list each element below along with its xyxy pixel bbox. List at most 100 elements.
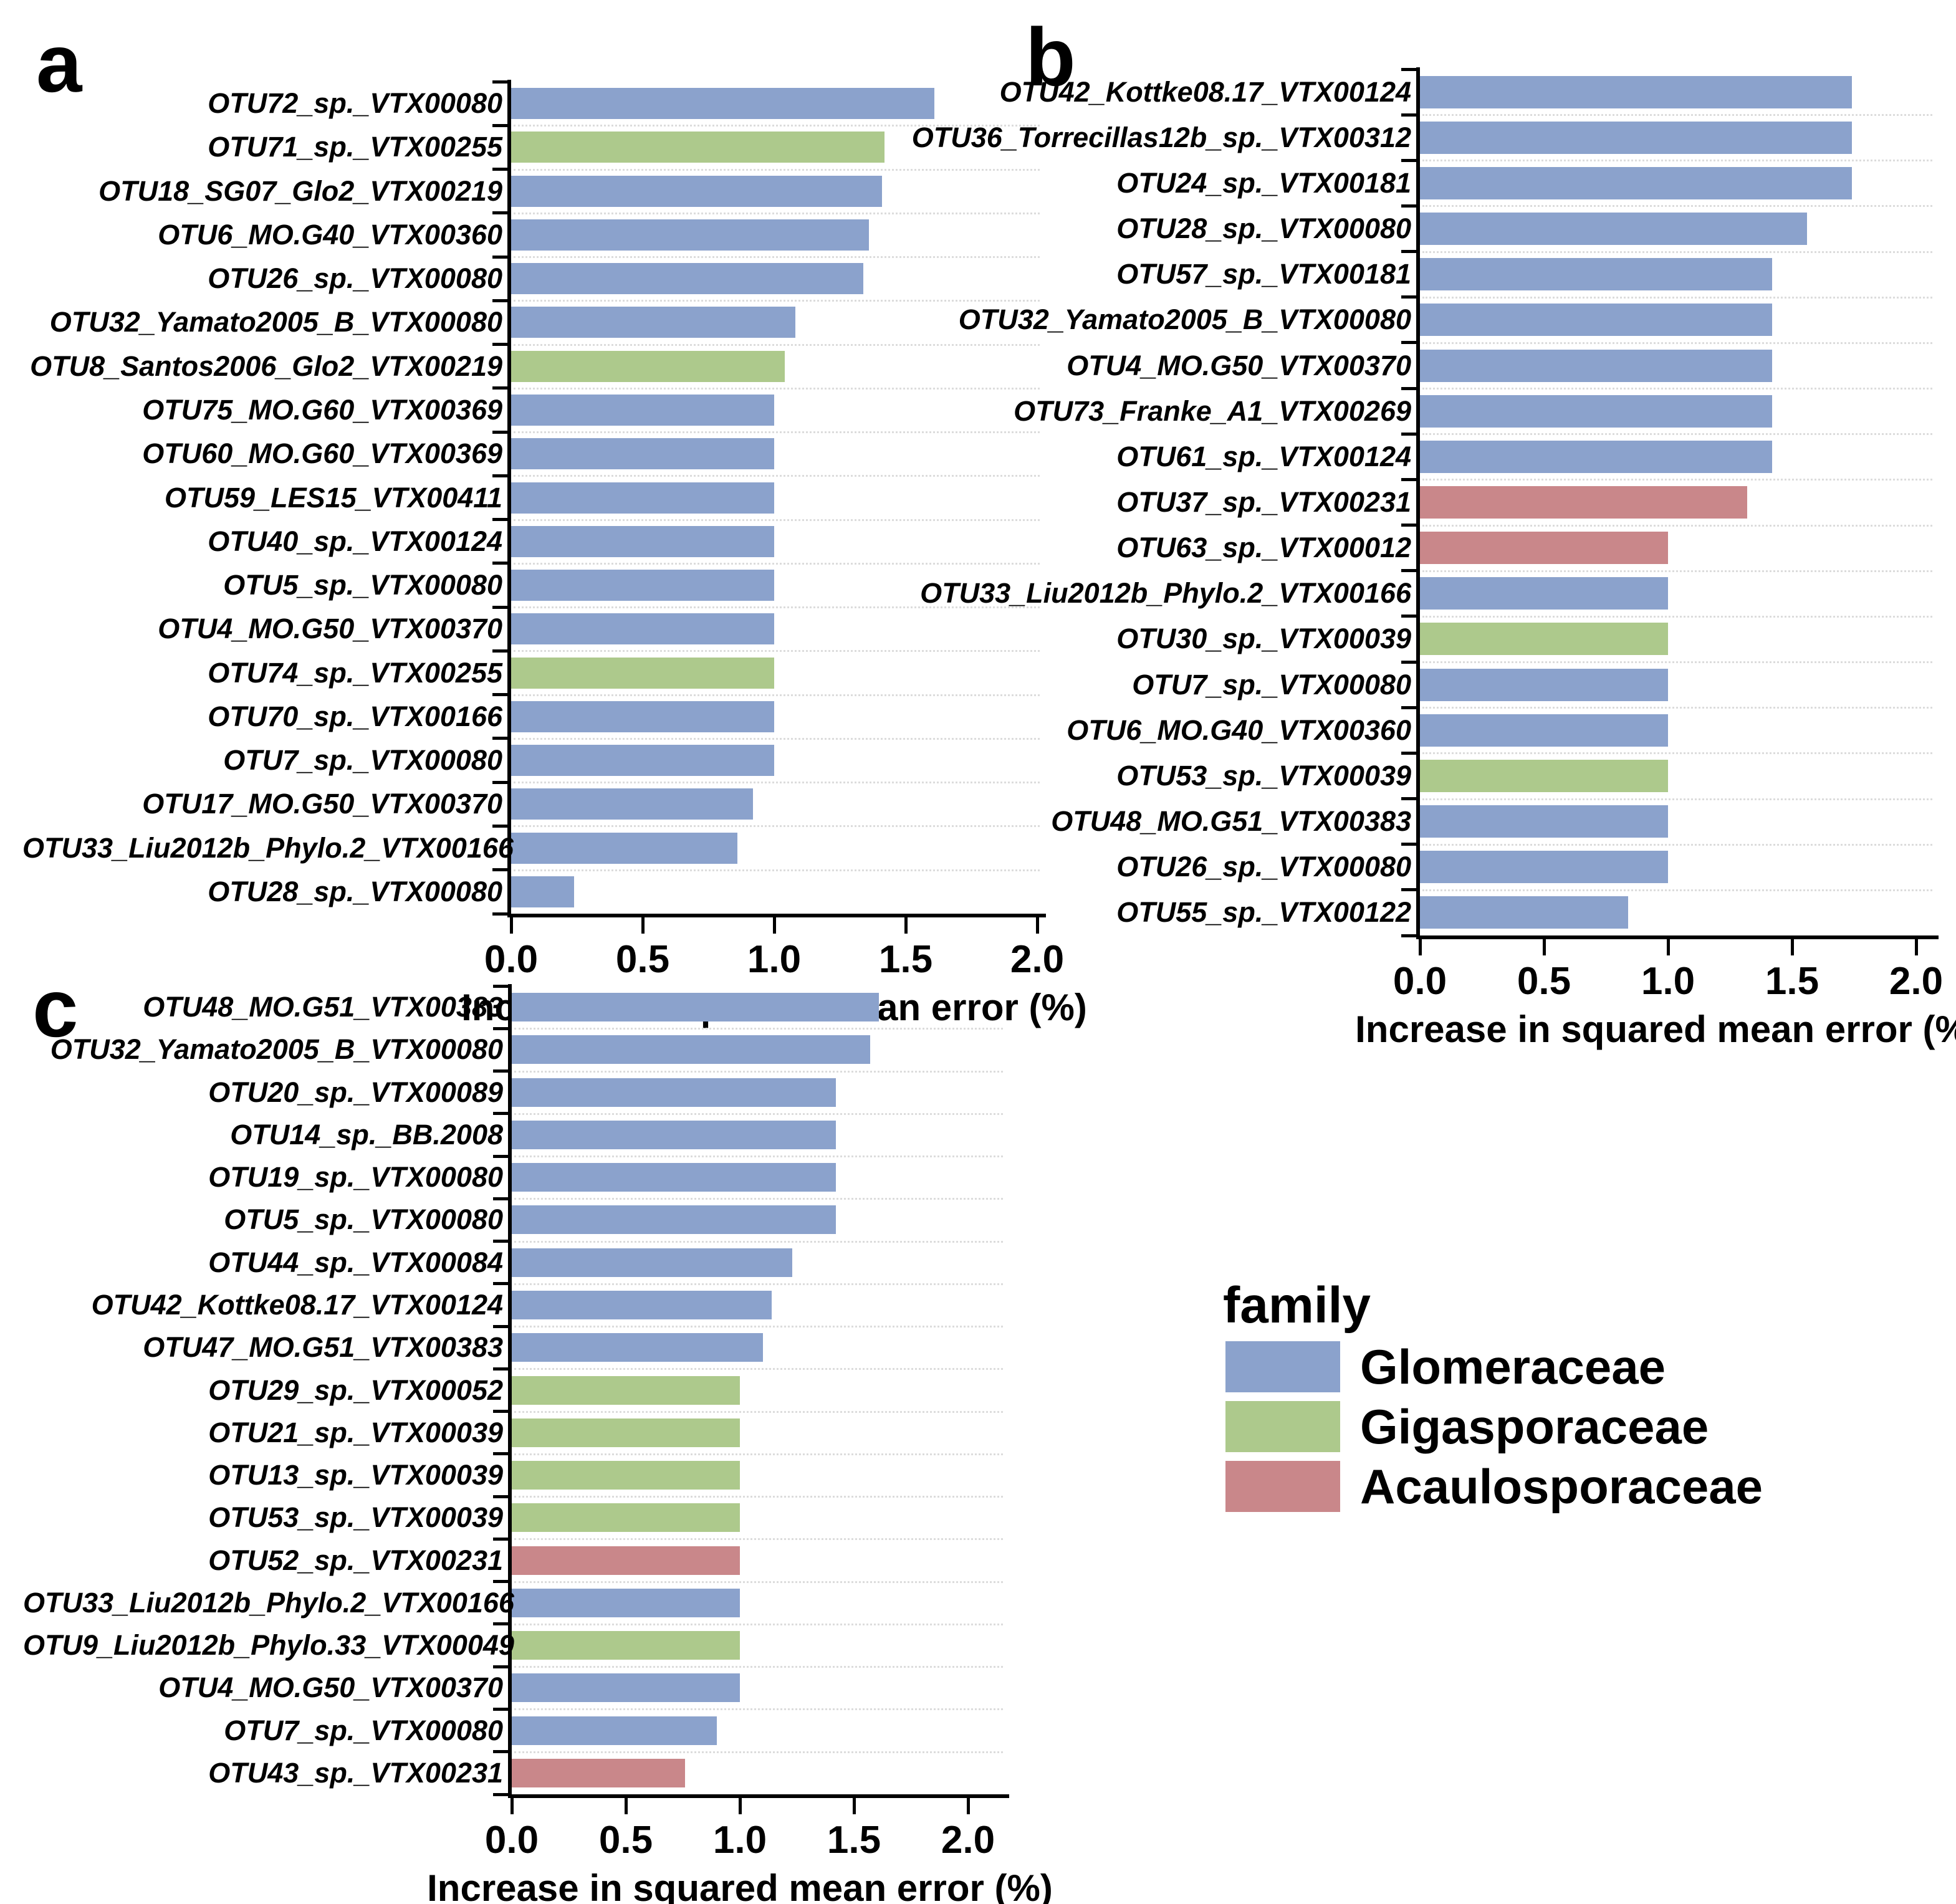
- x-tick-label: 1.5: [827, 1819, 881, 1862]
- bar: [512, 1375, 740, 1405]
- otu-label: OTU36_Torrecillas12b_sp._VTX00312: [911, 121, 1411, 153]
- gridline: [514, 300, 1040, 302]
- otu-label: OTU28_sp._VTX00080: [208, 875, 502, 907]
- bar: [1420, 532, 1668, 565]
- otu-label: OTU29_sp._VTX00052: [208, 1374, 503, 1406]
- y-axis-tick: [1401, 934, 1420, 937]
- otu-label: OTU24_sp._VTX00181: [1116, 166, 1411, 199]
- otu-label: OTU47_MO.G51_VTX00383: [143, 1331, 503, 1364]
- x-tick-label: 0.5: [598, 1819, 653, 1862]
- otu-label: OTU42_Kottke08.17_VTX00124: [91, 1288, 503, 1321]
- y-axis-tick: [492, 780, 511, 784]
- bar: [511, 657, 774, 689]
- panel-letter-c: c: [32, 962, 79, 1054]
- x-tick-label: 2.0: [1010, 938, 1065, 981]
- y-axis-tick: [492, 562, 511, 565]
- bar: [511, 88, 935, 120]
- bar: [512, 1673, 740, 1703]
- y-axis-tick: [1401, 477, 1420, 481]
- y-axis-tick: [492, 343, 511, 347]
- gridline: [514, 1112, 1003, 1115]
- y-axis-tick: [1401, 67, 1420, 71]
- y-axis-tick: [493, 1622, 512, 1626]
- otu-label: OTU72_sp._VTX00080: [208, 87, 502, 120]
- y-axis-tick: [493, 1410, 512, 1414]
- y-axis-tick: [493, 1665, 512, 1668]
- y-axis-tick: [492, 80, 511, 84]
- gridline: [1422, 388, 1932, 390]
- bar: [512, 1546, 740, 1575]
- y-axis-tick: [1401, 706, 1420, 709]
- x-axis-tick: [509, 917, 513, 934]
- legend-title: family: [1223, 1277, 1371, 1334]
- bar: [1420, 486, 1748, 519]
- x-axis-title: Increase in squared mean error (%): [427, 1867, 1053, 1904]
- otu-label: OTU37_sp._VTX00231: [1116, 486, 1411, 518]
- otu-label: OTU14_sp._BB.2008: [230, 1118, 503, 1151]
- y-axis-tick: [492, 693, 511, 697]
- gridline: [514, 1410, 1003, 1413]
- gridline: [1422, 707, 1932, 709]
- panel-letter-a: a: [36, 17, 82, 109]
- y-axis-tick: [493, 1154, 512, 1158]
- bar: [511, 701, 774, 732]
- otu-label: OTU17_MO.G50_VTX00370: [142, 788, 502, 820]
- gridline: [514, 562, 1040, 565]
- y-axis-tick: [493, 1282, 512, 1286]
- otu-label: OTU43_sp._VTX00231: [208, 1756, 503, 1789]
- bar: [1420, 349, 1773, 382]
- otu-label: OTU28_sp._VTX00080: [1116, 213, 1411, 245]
- y-axis-tick: [492, 430, 511, 434]
- gridline: [514, 869, 1040, 871]
- bar: [511, 525, 774, 557]
- bar: [1420, 896, 1629, 929]
- gridline: [514, 256, 1040, 259]
- gridline: [514, 1283, 1003, 1285]
- y-axis-tick: [493, 1495, 512, 1498]
- y-axis-tick: [1401, 158, 1420, 162]
- x-axis-tick: [641, 917, 645, 934]
- otu-label: OTU26_sp._VTX00080: [208, 262, 502, 295]
- gridline: [514, 1666, 1003, 1668]
- x-axis-tick: [852, 1798, 856, 1814]
- bar: [511, 394, 774, 426]
- otu-label: OTU6_MO.G40_VTX00360: [1067, 714, 1411, 746]
- otu-label: OTU4_MO.G50_VTX00370: [1067, 349, 1411, 381]
- bar: [512, 1333, 763, 1362]
- y-axis-tick: [1401, 295, 1420, 299]
- y-axis-tick: [493, 1367, 512, 1371]
- y-axis-tick: [1401, 751, 1420, 755]
- y-axis-tick: [492, 824, 511, 828]
- y-axis-tick: [492, 299, 511, 302]
- bar: [511, 132, 885, 163]
- x-tick-label: 0.0: [484, 938, 539, 981]
- otu-label: OTU63_sp._VTX00012: [1116, 532, 1411, 564]
- gridline: [514, 1623, 1003, 1625]
- legend-swatch-glomeraceae: [1225, 1341, 1340, 1392]
- x-tick-label: 2.0: [941, 1819, 995, 1862]
- otu-label: OTU13_sp._VTX00039: [208, 1459, 503, 1491]
- otu-label: OTU4_MO.G50_VTX00370: [158, 613, 502, 645]
- bar: [1420, 714, 1668, 747]
- gridline: [514, 1368, 1003, 1371]
- bar: [511, 350, 785, 382]
- bar: [511, 876, 575, 907]
- bar: [512, 1631, 740, 1660]
- otu-label: OTU33_Liu2012b_Phylo.2_VTX00166: [920, 577, 1411, 610]
- gridline: [514, 1538, 1003, 1541]
- gridline: [1422, 205, 1932, 208]
- x-tick-label: 0.0: [484, 1819, 539, 1862]
- x-axis-tick: [1914, 939, 1918, 955]
- otu-label: OTU52_sp._VTX00231: [208, 1544, 503, 1576]
- gridline: [514, 431, 1040, 434]
- x-axis-tick: [1666, 939, 1670, 955]
- gridline: [1422, 524, 1932, 527]
- otu-label: OTU21_sp._VTX00039: [208, 1416, 503, 1448]
- gridline: [514, 387, 1040, 390]
- gridline: [514, 737, 1040, 740]
- otu-label: OTU40_sp._VTX00124: [208, 525, 502, 557]
- gridline: [1422, 661, 1932, 664]
- gridline: [514, 1155, 1003, 1158]
